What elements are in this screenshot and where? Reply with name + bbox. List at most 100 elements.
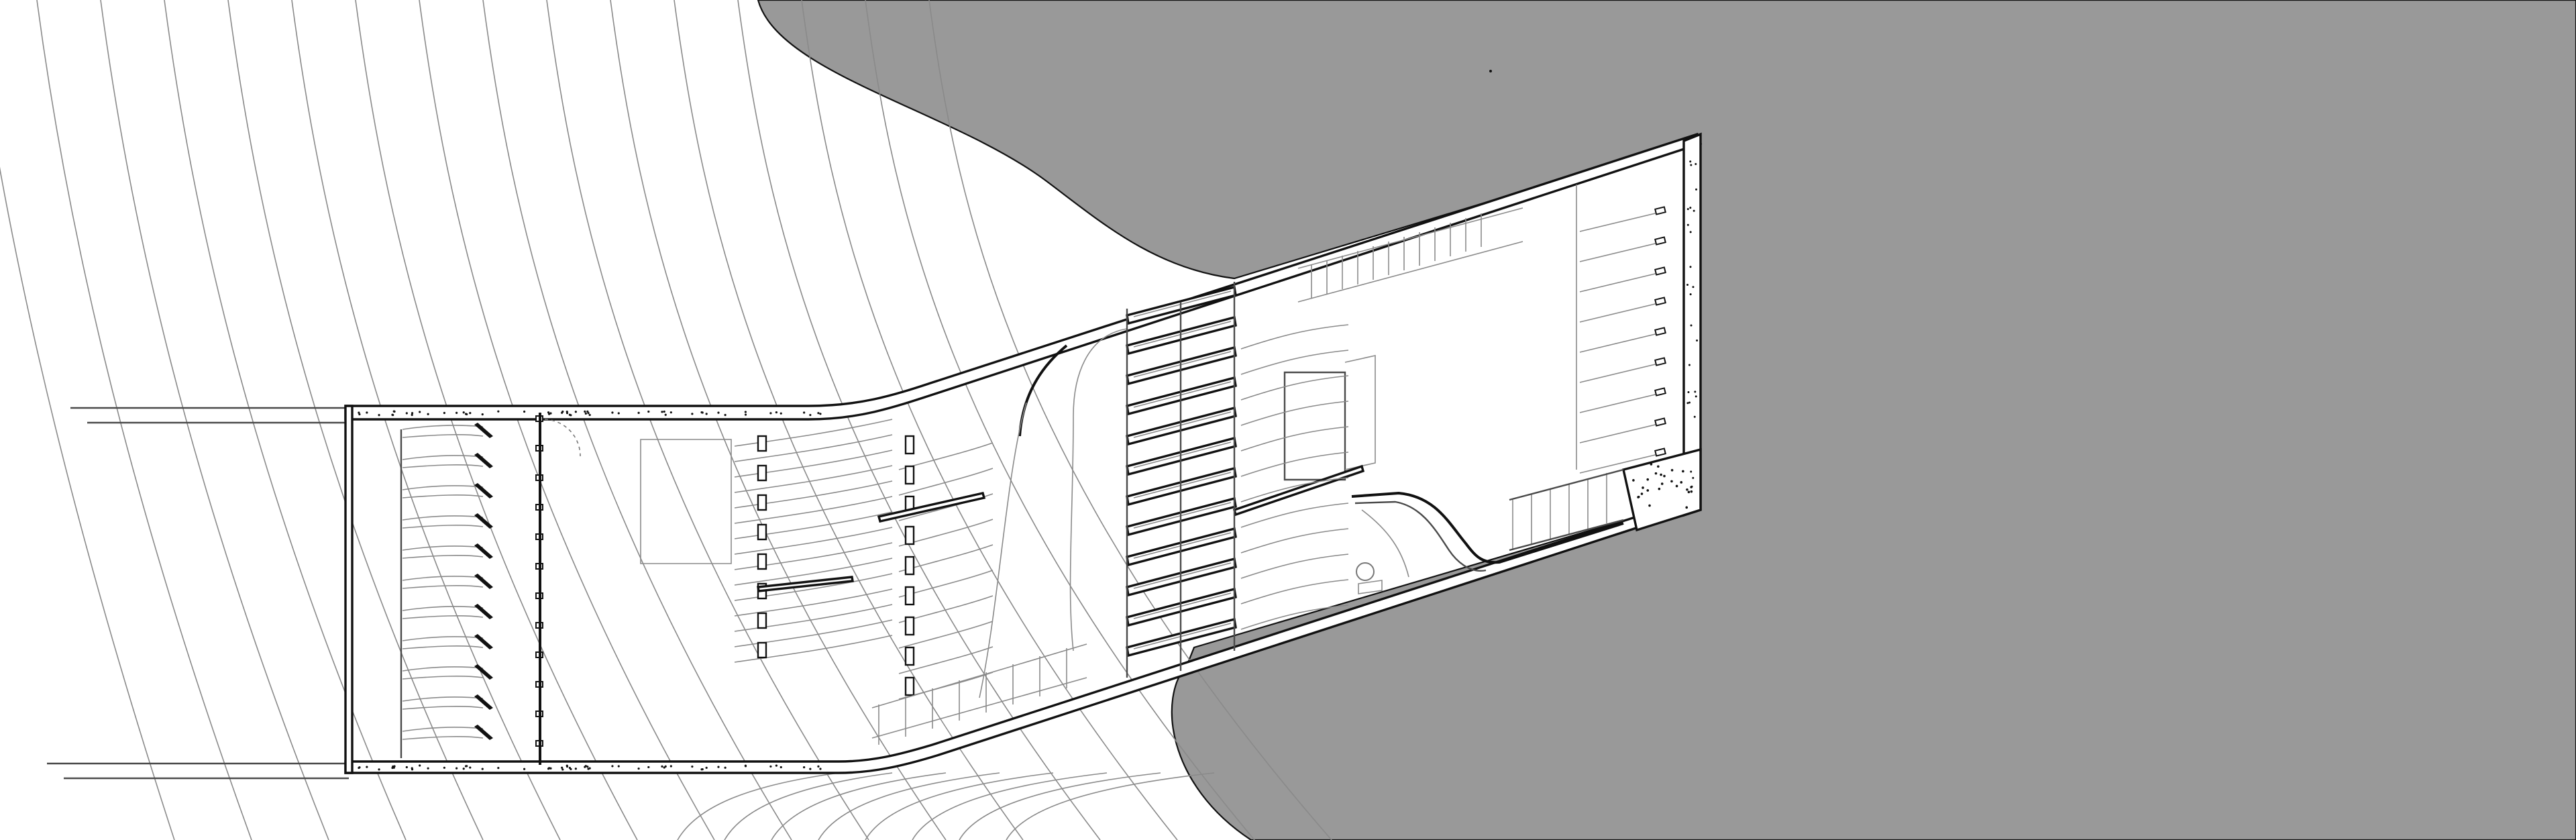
fan-line (1240, 554, 1349, 579)
speckle-dot (411, 413, 413, 416)
right-row-marker (1654, 236, 1666, 246)
speckle-dot (637, 411, 640, 415)
seating-tier-edge (474, 664, 493, 680)
seat-marker (904, 586, 915, 606)
speckle-dot (455, 767, 458, 770)
speckle-dot (561, 768, 564, 771)
contour-line (355, 0, 638, 840)
seating-tier-line (402, 585, 484, 589)
seat-row-line (734, 511, 893, 539)
speckle-dot (701, 411, 704, 414)
speckle-dot (549, 767, 552, 770)
speckle-dot (584, 410, 586, 413)
right-row-line (1579, 392, 1664, 413)
speckle-dot (1686, 223, 1689, 226)
speckle-dot (691, 766, 694, 768)
seat-marker (904, 525, 915, 545)
speckle-dot (1680, 481, 1683, 484)
speckle-dot (1692, 476, 1695, 479)
speckle-dot (819, 413, 822, 415)
speckle-dot (411, 412, 414, 415)
seat-marker (757, 612, 767, 629)
speckle-dot (669, 765, 672, 768)
speckle-dot (803, 766, 806, 769)
seating-tier-edge (474, 604, 493, 619)
seating-tier-line (402, 676, 484, 680)
fan-line (1240, 528, 1349, 554)
speckle-dot (1687, 390, 1690, 393)
right-row-line (1579, 362, 1664, 383)
louvre-slat-detail (1133, 502, 1232, 529)
speckle-dot (724, 413, 727, 417)
speckle-dot (661, 411, 663, 413)
speckle-dot (1690, 486, 1693, 488)
seat-marker (757, 553, 767, 570)
contour-line-lower (912, 772, 1108, 840)
speckle-dot (817, 765, 820, 768)
speckle-dot (744, 413, 747, 416)
speckle-dot (617, 765, 620, 768)
speckle-dot (1632, 479, 1635, 482)
speckle-dot (455, 411, 458, 414)
right-row-marker (1654, 387, 1666, 397)
speckle-dot (724, 766, 727, 769)
seating-tier-line (402, 636, 484, 641)
seating-tier-line (402, 525, 484, 529)
speckle-dot (469, 766, 472, 769)
interior-room-outline (640, 439, 732, 564)
speckle-dot (481, 413, 484, 416)
speckle-dot (392, 413, 394, 417)
louvre-slat-detail (1133, 351, 1232, 378)
contour-line (419, 0, 715, 840)
fan-line (1240, 477, 1349, 503)
contour-line-lower (771, 772, 947, 840)
contour-line (610, 0, 947, 840)
right-row-marker (1654, 357, 1666, 366)
seat-marker (757, 641, 767, 659)
ramp-hatch (1361, 509, 1409, 578)
speckle-dot (1660, 473, 1662, 476)
louvre-slat-detail (1133, 562, 1232, 589)
seat-row-line (734, 542, 893, 570)
right-row-line (1579, 331, 1664, 353)
speckle-dot (769, 412, 772, 415)
seat-marker (904, 435, 915, 455)
curved-wall-c (979, 402, 1027, 698)
speckle-dot (1646, 478, 1650, 481)
speckle-dot (1685, 506, 1688, 509)
seating-tier-line (402, 696, 484, 702)
seat-row-line (734, 496, 893, 524)
seat-row-line (734, 450, 893, 478)
speckle-dot (1640, 492, 1644, 495)
speckle-dot (547, 767, 551, 770)
louvre-slat-detail (1133, 321, 1232, 348)
speckle-dot (366, 766, 368, 768)
seating-tier-edge (474, 694, 493, 710)
seat-marker (904, 676, 915, 696)
floor-grid-edge (1297, 207, 1523, 303)
seat-marker (757, 464, 767, 482)
seating-tier-edge (474, 725, 493, 740)
speckle-dot (497, 767, 500, 770)
seat-marker (757, 494, 767, 511)
contour-line (291, 0, 561, 840)
contour-line (482, 0, 792, 840)
center-room-outline (1283, 371, 1346, 481)
speckle-dot (427, 767, 429, 770)
stair-edge (1509, 468, 1624, 552)
speckle-dot (769, 765, 772, 768)
speckle-dot (717, 766, 720, 768)
fan-line (1240, 324, 1349, 350)
speckle-dot (1695, 188, 1698, 191)
louvre-slat-detail (1133, 381, 1232, 408)
diagonal-bar-b (757, 576, 854, 592)
speckle-dot (780, 766, 782, 769)
seat-row-line (734, 635, 893, 663)
contour-line (164, 0, 407, 840)
seat-row-line (734, 419, 893, 447)
speckle-dot (584, 766, 586, 768)
speckle-dot (1693, 415, 1696, 418)
speckle-dot (443, 766, 445, 769)
speckle-dot (358, 766, 361, 769)
speckle-dot (1686, 488, 1688, 491)
